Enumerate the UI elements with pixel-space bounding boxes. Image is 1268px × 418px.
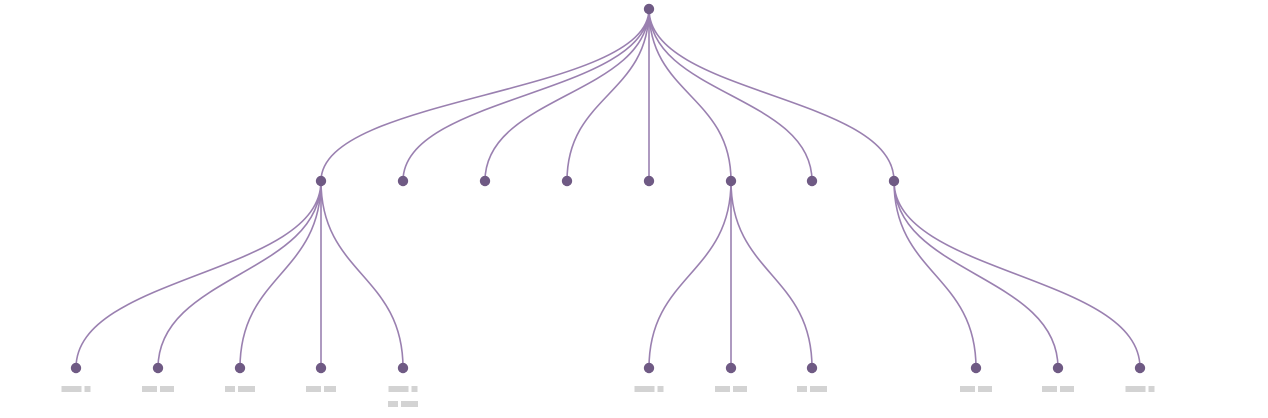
- tree-leaf-node[interactable]: [152, 362, 164, 374]
- tree-link: [402, 8, 650, 182]
- tree-node[interactable]: [806, 175, 818, 187]
- tree-link: [648, 180, 732, 369]
- node-label-placeholder: [960, 386, 975, 392]
- tree-leaf-node[interactable]: [970, 362, 982, 374]
- tree-links: [75, 8, 1141, 369]
- tree-leaf-node[interactable]: [1052, 362, 1064, 374]
- tree-leaf-node[interactable]: [643, 362, 655, 374]
- tree-link: [893, 180, 1141, 369]
- tree-nodes: [70, 3, 1146, 374]
- tree-leaf-node[interactable]: [234, 362, 246, 374]
- tree-link: [75, 180, 322, 369]
- node-label-placeholder: [978, 386, 992, 392]
- tree-link: [484, 8, 650, 182]
- node-label-placeholder: [324, 386, 336, 392]
- tree-link: [648, 8, 813, 182]
- tree-leaf-node[interactable]: [725, 362, 737, 374]
- tree-node[interactable]: [888, 175, 900, 187]
- node-label-placeholder: [388, 401, 398, 407]
- node-label-placeholder: [411, 386, 418, 392]
- node-label-placeholder: [634, 386, 655, 392]
- tree-node[interactable]: [643, 175, 655, 187]
- node-label-placeholder: [84, 386, 91, 392]
- node-label-placeholder: [810, 386, 827, 392]
- tree-node[interactable]: [561, 175, 573, 187]
- tree-node[interactable]: [479, 175, 491, 187]
- node-label-placeholder: [797, 386, 807, 392]
- tree-link: [893, 180, 977, 369]
- node-label-placeholder: [306, 386, 321, 392]
- node-label-placeholder: [1060, 386, 1074, 392]
- node-label-placeholder: [657, 386, 664, 392]
- tree-leaf-node[interactable]: [1134, 362, 1146, 374]
- node-label-placeholder: [1148, 386, 1155, 392]
- tree-node[interactable]: [315, 175, 327, 187]
- tree-leaf-node[interactable]: [397, 362, 409, 374]
- tree-leaf-node[interactable]: [315, 362, 327, 374]
- tree-link: [730, 180, 813, 369]
- tree-node[interactable]: [725, 175, 737, 187]
- tree-root-node[interactable]: [643, 3, 655, 15]
- tree-link: [648, 8, 732, 182]
- tree-leaf-node[interactable]: [806, 362, 818, 374]
- node-label-placeholder: [160, 386, 174, 392]
- node-label-placeholder: [238, 386, 255, 392]
- node-label-placeholder: [61, 386, 82, 392]
- node-label-placeholder: [1125, 386, 1146, 392]
- tree-labels: [61, 386, 1155, 407]
- node-label-placeholder: [225, 386, 235, 392]
- node-label-placeholder: [388, 386, 409, 392]
- tree-link: [648, 8, 895, 182]
- tree-link: [893, 180, 1059, 369]
- tree-node[interactable]: [397, 175, 409, 187]
- tree-link: [320, 8, 650, 182]
- node-label-placeholder: [1042, 386, 1057, 392]
- tree-link: [157, 180, 322, 369]
- node-label-placeholder: [733, 386, 747, 392]
- tree-link: [566, 8, 650, 182]
- tree-link: [320, 180, 404, 369]
- tree-leaf-node[interactable]: [70, 362, 82, 374]
- tree-link: [239, 180, 322, 369]
- node-label-placeholder: [142, 386, 157, 392]
- node-label-placeholder: [715, 386, 730, 392]
- node-label-placeholder: [401, 401, 418, 407]
